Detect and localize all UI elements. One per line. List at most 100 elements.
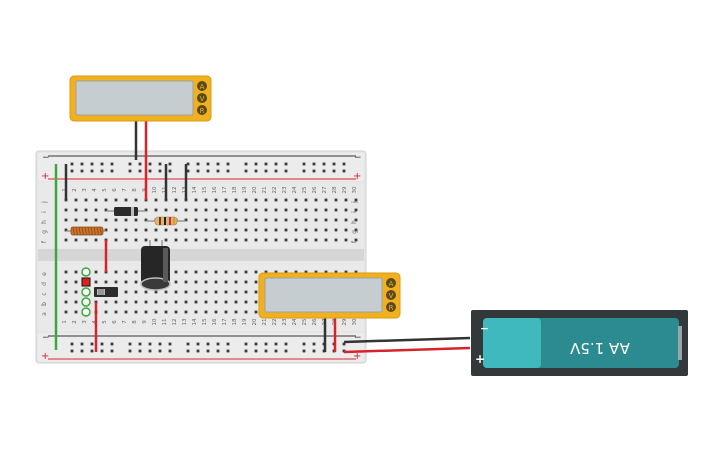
breadboard-hole[interactable] — [294, 208, 298, 212]
resistor-icon[interactable] — [146, 216, 186, 226]
breadboard-hole[interactable] — [134, 218, 138, 222]
breadboard-hole[interactable] — [164, 238, 168, 242]
breadboard-hole[interactable] — [144, 218, 148, 222]
breadboard-hole[interactable] — [224, 290, 228, 294]
breadboard-hole[interactable] — [174, 310, 178, 314]
breadboard-hole[interactable] — [294, 198, 298, 202]
breadboard-hole[interactable] — [224, 208, 228, 212]
breadboard-hole[interactable] — [94, 198, 98, 202]
breadboard-hole[interactable] — [110, 342, 114, 346]
breadboard-hole[interactable] — [244, 349, 248, 353]
breadboard-hole[interactable] — [304, 218, 308, 222]
breadboard-hole[interactable] — [154, 238, 158, 242]
breadboard-hole[interactable] — [224, 198, 228, 202]
breadboard-hole[interactable] — [158, 342, 162, 346]
breadboard-hole[interactable] — [184, 310, 188, 314]
breadboard-hole[interactable] — [70, 162, 74, 166]
breadboard-hole[interactable] — [154, 198, 158, 202]
breadboard-hole[interactable] — [134, 300, 138, 304]
breadboard-hole[interactable] — [234, 270, 238, 274]
breadboard-hole[interactable] — [312, 349, 316, 353]
voltmeter-button[interactable]: V — [200, 95, 205, 103]
breadboard-hole[interactable] — [214, 198, 218, 202]
breadboard-hole[interactable] — [254, 300, 258, 304]
breadboard-hole[interactable] — [226, 169, 230, 173]
breadboard-hole[interactable] — [314, 198, 318, 202]
breadboard-hole[interactable] — [214, 218, 218, 222]
breadboard-hole[interactable] — [264, 349, 268, 353]
breadboard-hole[interactable] — [194, 270, 198, 274]
breadboard-hole[interactable] — [332, 162, 336, 166]
breadboard-hole[interactable] — [184, 300, 188, 304]
breadboard-hole[interactable] — [226, 342, 230, 346]
breadboard-hole[interactable] — [70, 169, 74, 173]
breadboard-hole[interactable] — [264, 342, 268, 346]
breadboard-hole[interactable] — [304, 228, 308, 232]
breadboard-hole[interactable] — [64, 238, 68, 242]
breadboard-hole[interactable] — [224, 238, 228, 242]
breadboard-hole[interactable] — [274, 218, 278, 222]
breadboard-hole[interactable] — [168, 169, 172, 173]
breadboard-hole[interactable] — [344, 238, 348, 242]
breadboard-hole[interactable] — [84, 218, 88, 222]
breadboard-hole[interactable] — [174, 238, 178, 242]
breadboard-hole[interactable] — [100, 162, 104, 166]
breadboard-hole[interactable] — [184, 290, 188, 294]
breadboard-hole[interactable] — [294, 238, 298, 242]
breadboard-hole[interactable] — [184, 218, 188, 222]
breadboard-hole[interactable] — [184, 228, 188, 232]
breadboard-hole[interactable] — [100, 169, 104, 173]
breadboard-hole[interactable] — [234, 238, 238, 242]
breadboard-hole[interactable] — [254, 310, 258, 314]
breadboard-hole[interactable] — [224, 228, 228, 232]
breadboard-hole[interactable] — [94, 238, 98, 242]
breadboard-hole[interactable] — [186, 169, 190, 173]
breadboard-hole[interactable] — [80, 349, 84, 353]
breadboard-hole[interactable] — [138, 349, 142, 353]
breadboard-hole[interactable] — [214, 270, 218, 274]
breadboard-hole[interactable] — [234, 208, 238, 212]
breadboard-hole[interactable] — [354, 218, 358, 222]
breadboard-hole[interactable] — [80, 169, 84, 173]
breadboard-hole[interactable] — [124, 238, 128, 242]
battery-holder[interactable]: − + AA 1.5V — [471, 310, 688, 376]
breadboard-hole[interactable] — [274, 270, 278, 274]
breadboard-hole[interactable] — [244, 198, 248, 202]
breadboard-hole[interactable] — [80, 162, 84, 166]
breadboard-hole[interactable] — [104, 218, 108, 222]
breadboard-hole[interactable] — [90, 342, 94, 346]
breadboard-hole[interactable] — [144, 238, 148, 242]
breadboard-hole[interactable] — [264, 208, 268, 212]
breadboard-hole[interactable] — [104, 280, 108, 284]
breadboard-hole[interactable] — [174, 208, 178, 212]
breadboard-hole[interactable] — [234, 280, 238, 284]
breadboard-hole[interactable] — [274, 198, 278, 202]
breadboard-hole[interactable] — [64, 208, 68, 212]
breadboard-hole[interactable] — [254, 162, 258, 166]
breadboard-hole[interactable] — [214, 290, 218, 294]
breadboard-hole[interactable] — [342, 342, 346, 346]
breadboard-hole[interactable] — [244, 280, 248, 284]
breadboard-hole[interactable] — [254, 290, 258, 294]
breadboard-hole[interactable] — [216, 162, 220, 166]
breadboard-hole[interactable] — [184, 208, 188, 212]
breadboard-hole[interactable] — [284, 198, 288, 202]
battery-red-lead[interactable] — [343, 346, 471, 354]
breadboard-hole[interactable] — [174, 270, 178, 274]
breadboard-hole[interactable] — [168, 349, 172, 353]
breadboard-hole[interactable] — [194, 218, 198, 222]
ammeter-button[interactable]: A — [389, 280, 394, 288]
breadboard-hole[interactable] — [114, 198, 118, 202]
breadboard-hole[interactable] — [184, 270, 188, 274]
breadboard-hole[interactable] — [254, 208, 258, 212]
breadboard-hole[interactable] — [284, 208, 288, 212]
breadboard-hole[interactable] — [174, 300, 178, 304]
breadboard-hole[interactable] — [186, 162, 190, 166]
breadboard-hole[interactable] — [194, 280, 198, 284]
breadboard-hole[interactable] — [264, 198, 268, 202]
breadboard-hole[interactable] — [154, 310, 158, 314]
breadboard-hole[interactable] — [334, 228, 338, 232]
breadboard-hole[interactable] — [234, 300, 238, 304]
breadboard-hole[interactable] — [154, 228, 158, 232]
breadboard-hole[interactable] — [294, 218, 298, 222]
